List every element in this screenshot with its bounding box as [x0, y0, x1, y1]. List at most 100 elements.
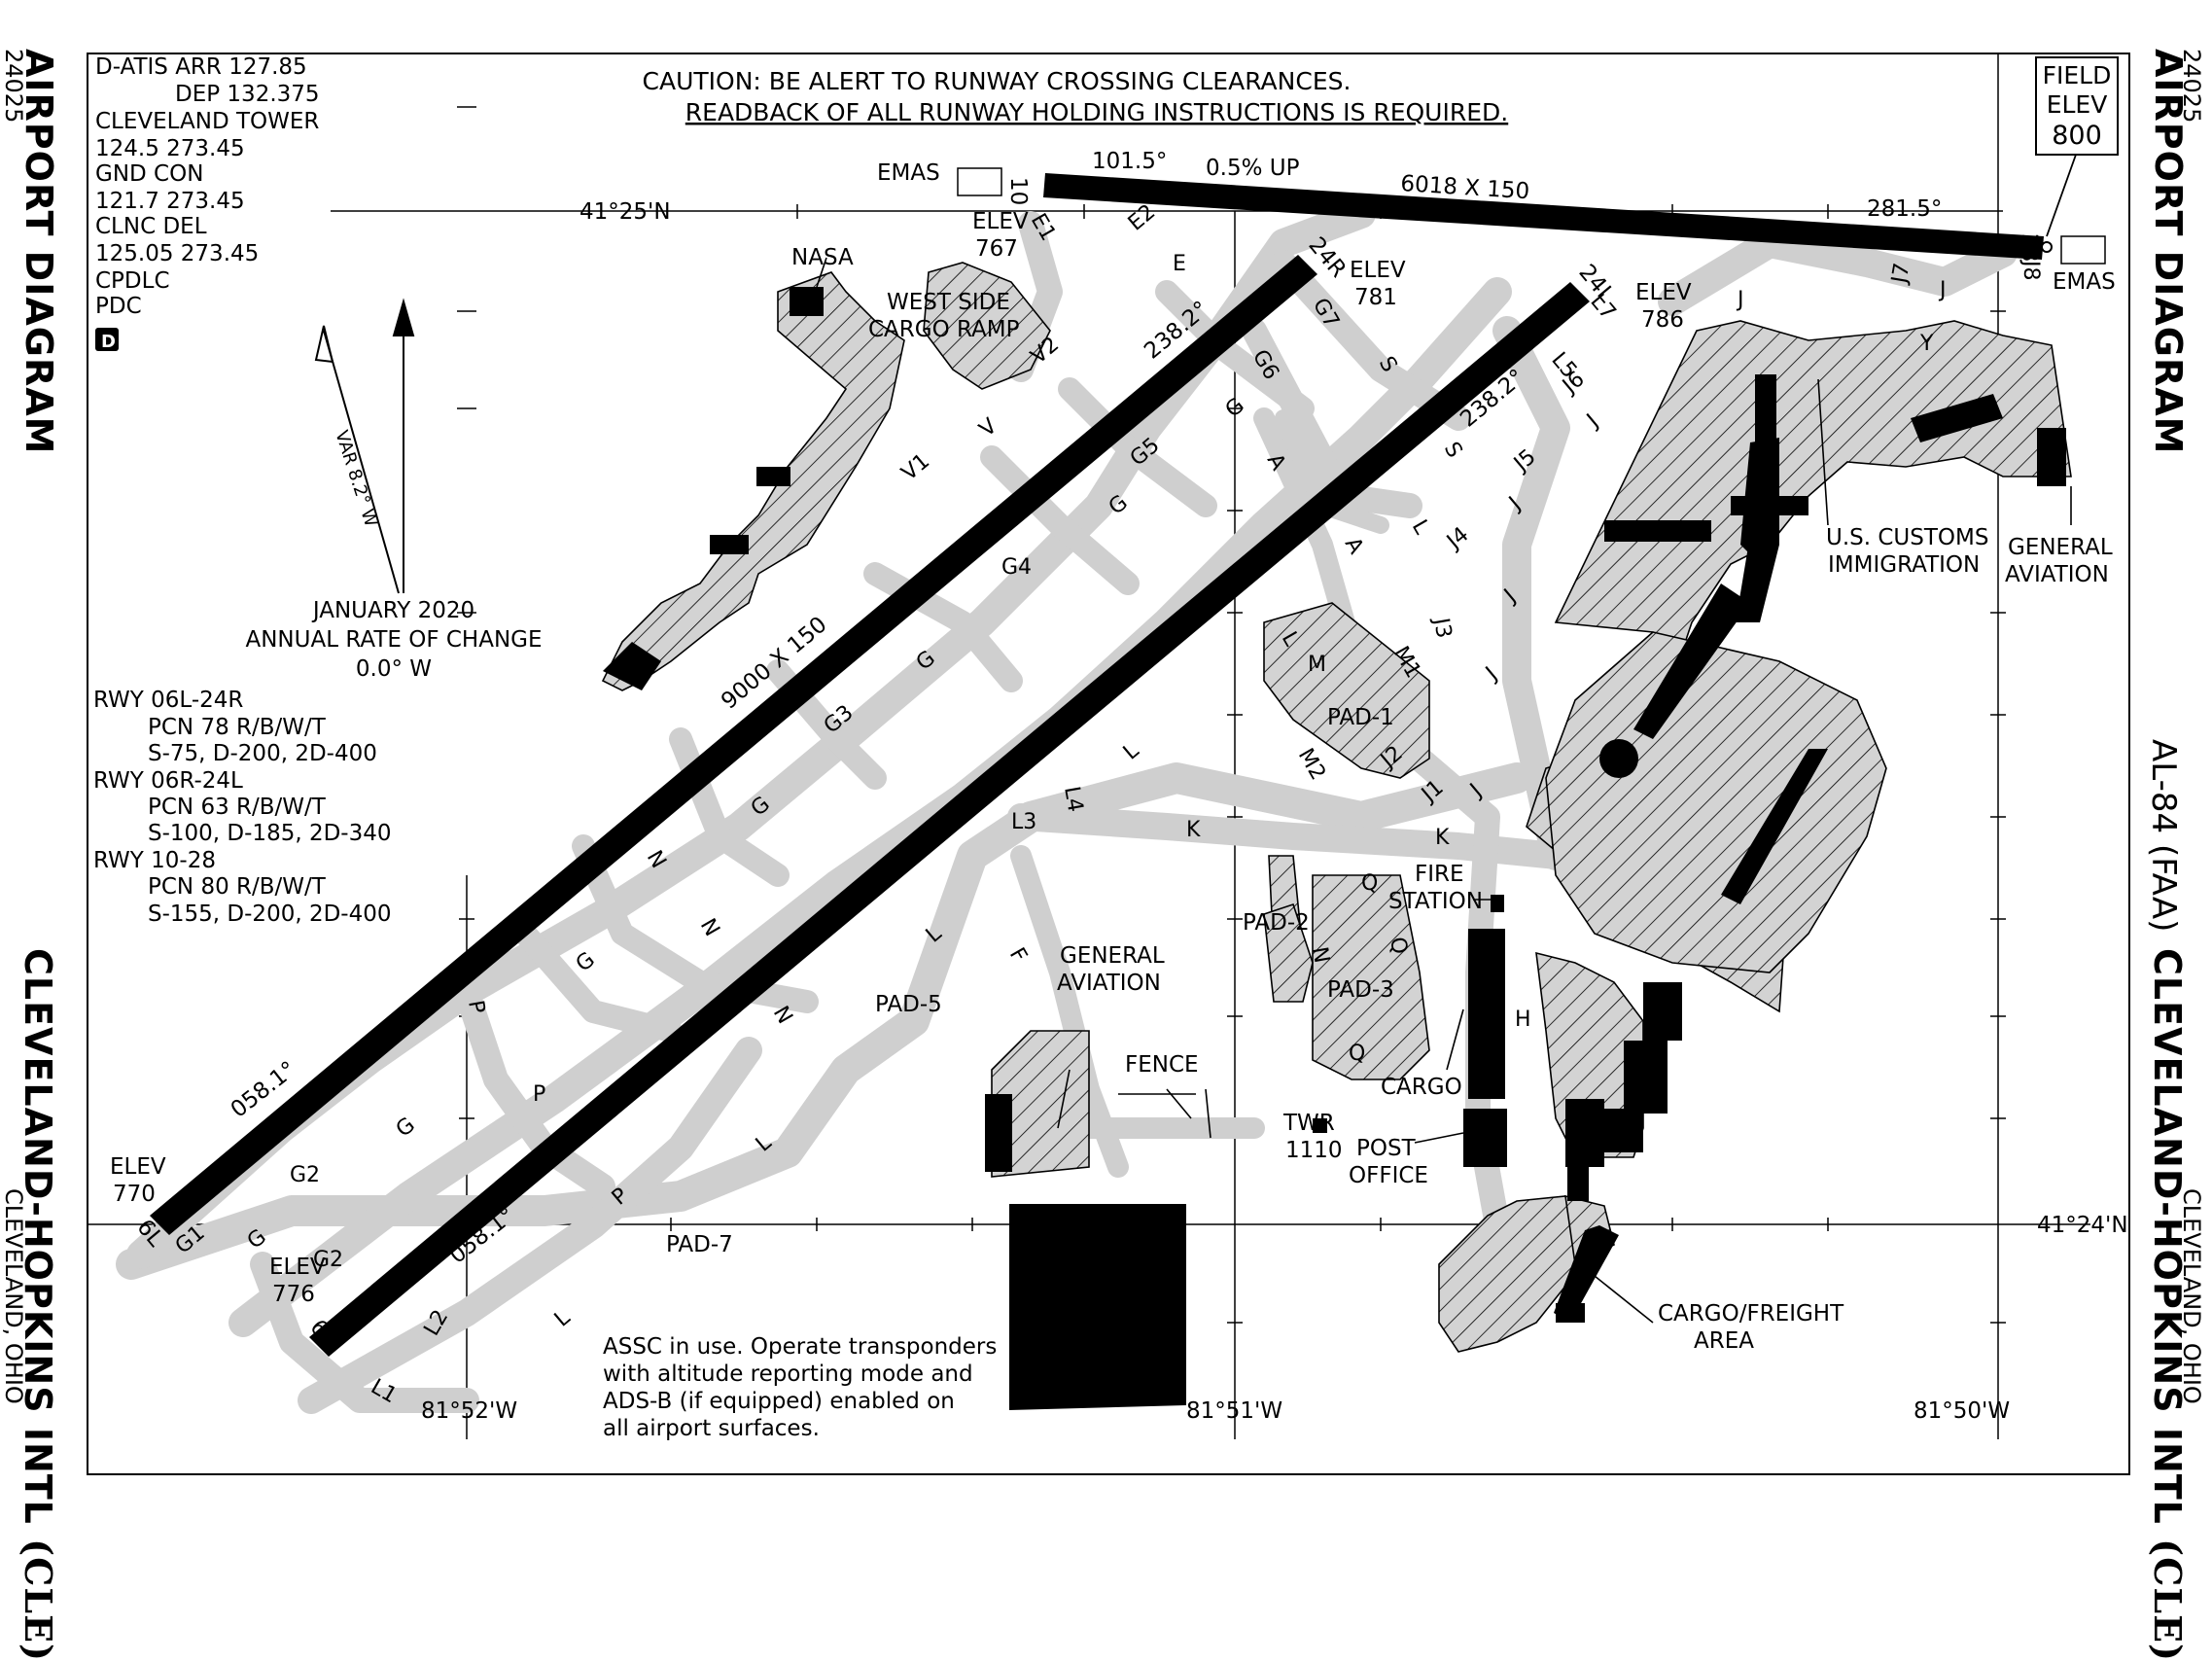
rwy10-heading: 101.5° — [1092, 149, 1167, 174]
rwy24l-elev: 786 — [1641, 307, 1684, 333]
runways — [150, 173, 2044, 1357]
lon-left: 81°52'W — [421, 1398, 517, 1424]
lon-mid: 81°51'W — [1186, 1398, 1282, 1424]
cargo-freight-label-2: AREA — [1694, 1328, 1754, 1354]
twy-f: F — [1004, 944, 1032, 967]
lat-top: 41°25'N — [579, 199, 671, 225]
emas-west-label: EMAS — [877, 160, 940, 186]
twy-p-b: P — [533, 1082, 545, 1107]
twy-q-a: Q — [1349, 1042, 1365, 1066]
runway-10-28 — [1043, 173, 2044, 260]
twy-j3: J3 — [1428, 615, 1457, 640]
rwy24l-elev-label: ELEV — [1635, 280, 1692, 305]
twy-j-e: J — [1480, 662, 1502, 687]
twy-h: H — [1515, 1008, 1531, 1032]
emas-box-east — [2060, 235, 2106, 265]
cargo-freight-label-1: CARGO/FREIGHT — [1658, 1301, 1844, 1326]
buildings — [603, 287, 2066, 1410]
twy-g4: G4 — [1001, 555, 1032, 580]
ga-ne-label-1: GENERAL — [2008, 535, 2113, 560]
lon-right: 81°50'W — [1914, 1398, 2010, 1424]
twy-k-a: K — [1186, 818, 1201, 842]
field-elev-label-2: ELEV — [2047, 90, 2108, 119]
freq-7: CLNC DEL — [95, 214, 207, 239]
twy-g-a: G — [1221, 393, 1249, 422]
twy-j-g: J — [1938, 278, 1947, 302]
rwy06r-elev: 776 — [272, 1282, 315, 1307]
twy-q-b: Q — [1385, 936, 1412, 956]
pcn-3: S-75, D-200, 2D-400 — [148, 741, 377, 766]
pad2-label: PAD-2 — [1243, 910, 1310, 936]
pad1-label: PAD-1 — [1327, 705, 1394, 730]
customs-label-2: IMMIGRATION — [1828, 552, 1980, 578]
note-2: with altitude reporting mode and — [603, 1361, 973, 1387]
caution-line-1: CAUTION: BE ALERT TO RUNWAY CROSSING CLE… — [643, 67, 1352, 95]
twy-e2: E2 — [1124, 200, 1160, 236]
freq-10: PDC — [95, 294, 142, 319]
runway-06l-24r — [150, 255, 1317, 1235]
note-4: all airport surfaces. — [603, 1416, 820, 1441]
chart-frame — [87, 53, 2130, 1475]
twy-a-b: A — [1340, 534, 1368, 559]
rwy10-elev-label: ELEV — [972, 209, 1029, 234]
magvar-date: JANUARY 2020 — [311, 598, 474, 623]
fire-label-2: STATION — [1388, 889, 1483, 914]
twy-m2: M2 — [1293, 745, 1330, 785]
lat-bottom: 41°24'N — [2037, 1213, 2128, 1238]
rwy10-end: 10 — [1005, 177, 1031, 205]
twy-k-b: K — [1435, 826, 1450, 850]
rwy06r-elev-label: ELEV — [269, 1255, 326, 1280]
datalink-badge — [95, 328, 119, 351]
twy-s-b: S — [1439, 439, 1467, 463]
twy-g-f: G — [392, 1113, 420, 1142]
freq-8: 125.05 273.45 — [95, 241, 259, 266]
nasa-label: NASA — [791, 245, 854, 270]
twy-p-a: P — [463, 999, 489, 1015]
emas-east-label: EMAS — [2053, 269, 2116, 295]
note-1: ASSC in use. Operate transponders — [603, 1334, 997, 1360]
twy-m: M — [1308, 653, 1326, 677]
pcn-6: S-100, D-185, 2D-340 — [148, 821, 392, 846]
twy-j-b: J — [1581, 409, 1603, 434]
pcn-4: RWY 06R-24L — [93, 768, 243, 794]
twy-l-f: L — [550, 1305, 576, 1332]
twy-l3: L3 — [1011, 810, 1036, 834]
freq-5: GND CON — [95, 161, 203, 187]
rwy24r-elev-label: ELEV — [1350, 258, 1406, 283]
pcn-2: PCN 78 R/B/W/T — [148, 715, 327, 740]
freq-2: DEP 132.375 — [175, 82, 320, 107]
twy-l4: L4 — [1059, 785, 1087, 814]
twy-g-e: G — [572, 947, 600, 976]
customs-label-1: U.S. CUSTOMS — [1826, 525, 1988, 550]
north-arrow — [314, 298, 415, 594]
rwy10-gradient: 0.5% UP — [1206, 156, 1300, 181]
fence-label: FENCE — [1125, 1052, 1199, 1078]
rwy10-elev: 767 — [975, 236, 1018, 262]
rwy24r-elev: 781 — [1354, 285, 1397, 310]
pcn-1: RWY 06L-24R — [93, 688, 243, 713]
field-elev-pointer — [2046, 154, 2077, 237]
airport-diagram: D-ATIS ARR 127.85 DEP 132.375 CLEVELAND … — [87, 53, 2130, 1475]
pcn-8: PCN 80 R/B/W/T — [148, 874, 327, 900]
field-elev-label-1: FIELD — [2043, 61, 2112, 89]
post-label-2: OFFICE — [1349, 1163, 1428, 1188]
ga-ne-label-2: AVIATION — [2005, 562, 2109, 587]
rwy06l-elev: 770 — [113, 1182, 156, 1207]
twy-y: Y — [1919, 332, 1934, 356]
twy-n-b: N — [695, 915, 724, 941]
west-cargo-label-2: CARGO RAMP — [868, 317, 1020, 342]
rwy28-heading: 281.5° — [1867, 196, 1942, 222]
twy-j4: J4 — [1441, 522, 1473, 555]
pcn-5: PCN 63 R/B/W/T — [148, 795, 327, 820]
pad5-label: PAD-5 — [875, 992, 942, 1017]
pad3-label: PAD-3 — [1327, 977, 1394, 1003]
freq-1: D-ATIS ARR 127.85 — [95, 54, 307, 80]
caution-line-2: READBACK OF ALL RUNWAY HOLDING INSTRUCTI… — [685, 98, 1508, 126]
twy-j8: J8 — [2019, 259, 2043, 281]
twy-l-a: L — [1407, 516, 1434, 540]
datalink-badge-text: D — [101, 332, 116, 352]
twy-e: E — [1173, 252, 1186, 276]
twy-q-c: Q — [1361, 871, 1378, 896]
magvar-rate-label: ANNUAL RATE OF CHANGE — [245, 627, 542, 653]
rwy28-end: 28 — [2017, 233, 2042, 262]
